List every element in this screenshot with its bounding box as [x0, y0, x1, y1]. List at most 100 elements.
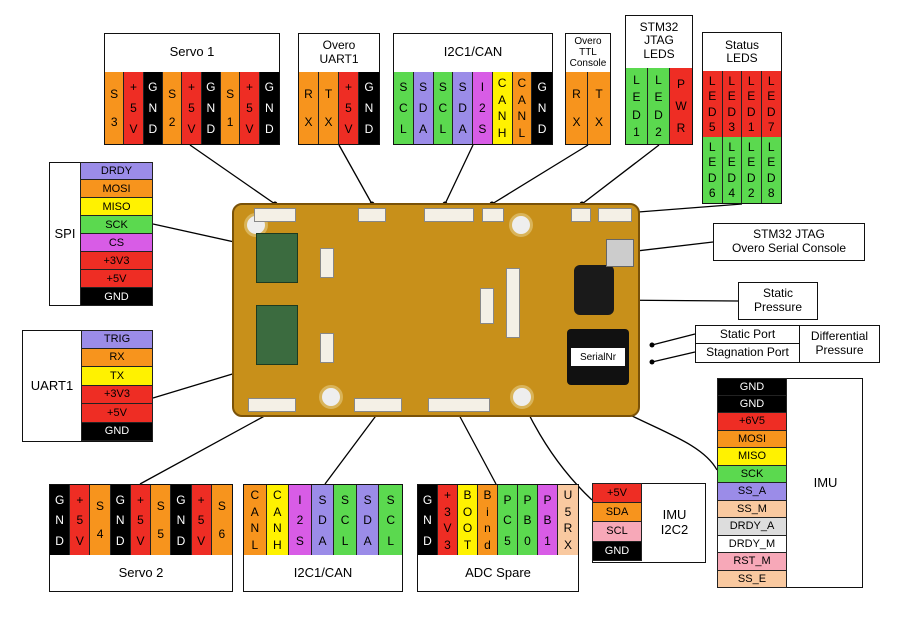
pin-char: N	[148, 101, 158, 115]
group-title: ADC Spare	[465, 564, 531, 580]
pin-char: 5	[76, 513, 84, 527]
pin-char: D	[766, 170, 776, 185]
pin-char: D	[746, 104, 756, 119]
pin-char: 5	[504, 533, 511, 548]
jtag-header	[571, 208, 591, 222]
pin-char: L	[655, 72, 662, 87]
pin-char: L	[518, 126, 526, 141]
pin-char: 2	[747, 186, 755, 201]
pin-char: N	[206, 101, 216, 115]
line-jtag-leds	[581, 144, 660, 205]
pin-char: P	[543, 492, 552, 507]
pin-char: X	[304, 115, 313, 129]
pin-char: X	[594, 115, 603, 129]
pin-char: D	[458, 101, 467, 115]
pin-char: 1	[226, 115, 234, 129]
mounting-hole	[509, 213, 533, 237]
group-title: Overo UART1	[319, 38, 359, 66]
pin-mosi: MOSI	[80, 180, 153, 198]
pin-char: S	[419, 80, 428, 94]
pin-char: X	[324, 115, 333, 129]
pin-char: I	[480, 80, 485, 94]
pin-char: D	[727, 170, 737, 185]
pin-ssm: SS_M	[717, 500, 787, 518]
pin-sck: SCK	[717, 465, 787, 483]
pin-char: S	[226, 87, 235, 101]
pin-char: X	[572, 115, 581, 129]
pin-char: C	[503, 513, 512, 527]
pin-char: G	[264, 80, 274, 94]
pin-char: G	[115, 492, 125, 507]
pin-char: C	[250, 488, 260, 503]
status-header	[598, 208, 632, 222]
group-title: UART1	[30, 377, 74, 393]
stagnation-port-text: Stagnation Port	[696, 344, 800, 362]
pin-char: 5	[188, 101, 195, 115]
group-title: Overo TTL Console	[569, 36, 607, 69]
pin-char: S	[217, 499, 226, 514]
pin-char: G	[537, 80, 547, 94]
pin-char: +	[443, 488, 451, 503]
pin-5v: +5V	[592, 483, 642, 503]
pin-miso: MISO	[717, 448, 787, 466]
pin-char: N	[497, 109, 507, 124]
mounting-hole	[510, 385, 534, 409]
pin-char: D	[364, 122, 374, 136]
pin-char: A	[498, 92, 507, 107]
pin-char: D	[318, 513, 327, 527]
pin-char: 6	[708, 186, 716, 201]
ttl-header	[482, 208, 504, 222]
pin-char: +	[245, 80, 253, 94]
pin-char: 3	[444, 504, 451, 519]
pin-char: N	[250, 521, 260, 536]
pin-gnd: GND	[717, 378, 787, 396]
group-title: I2C1/CAN	[293, 564, 353, 580]
pin-char: A	[273, 504, 282, 519]
pin-char: N	[115, 513, 125, 527]
pin-char: V	[245, 122, 254, 136]
pin-char: L	[633, 72, 640, 87]
pin-char: T	[595, 87, 603, 101]
pin-char: G	[422, 492, 433, 507]
group-title: IMU I2C2	[660, 507, 689, 537]
group-title: STM32 JTAG LEDS	[639, 20, 679, 61]
pin-char: G	[206, 80, 216, 94]
pin-6v5: +6V5	[717, 413, 787, 431]
pin-char: n	[484, 521, 491, 536]
pin-char: C	[340, 513, 350, 527]
pin-3v3: +3V3	[80, 252, 153, 270]
pin-sda: SDA	[592, 502, 642, 522]
pin-char: S	[96, 499, 105, 514]
pin-char: 1	[544, 533, 551, 548]
pin-char: 5	[130, 101, 137, 115]
pin-char: H	[497, 126, 507, 141]
pin-trig: TRIG	[81, 330, 153, 349]
pin-char: 3	[728, 120, 736, 135]
uart-header	[358, 208, 386, 222]
pin-char: E	[654, 90, 663, 105]
line-overo-ttl	[491, 144, 589, 205]
pin-char: 3	[444, 537, 451, 552]
